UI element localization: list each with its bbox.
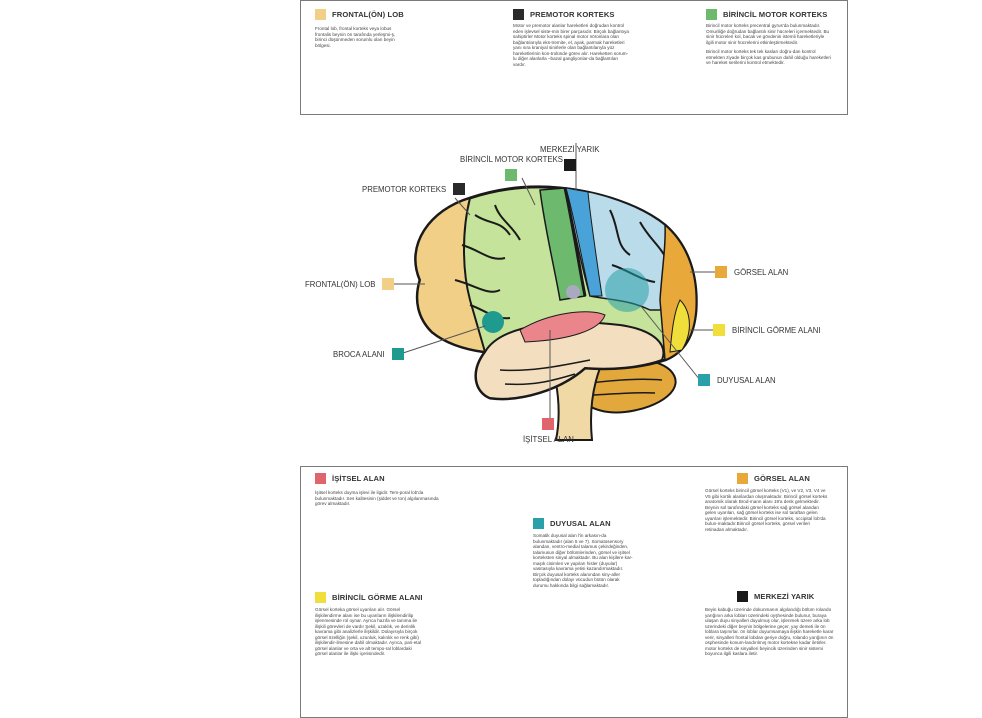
premotor-swatch-icon <box>513 9 524 20</box>
somatosensory-swatch-icon <box>698 374 710 386</box>
label-visual: GÖRSEL ALAN <box>715 266 788 278</box>
label-premotor: PREMOTOR KORTEKS <box>362 183 466 195</box>
motor-swatch-icon <box>706 9 717 20</box>
bottom-visual-swatch-icon <box>737 473 748 484</box>
top-motor-body-p2: Birincil motor korteks tek tek kasları d… <box>706 49 831 65</box>
somatosensory-circle <box>605 268 649 312</box>
auditory-region <box>519 311 606 343</box>
bottom-visual-title: GÖRSEL ALAN <box>754 474 810 483</box>
broca-swatch-icon <box>391 348 404 360</box>
bottom-auditory-section: İŞİTSEL ALAN İşitsel korteks duyma işlev… <box>315 473 445 507</box>
frontal-swatch-icon <box>315 9 326 20</box>
bottom-visual-body: Görsel korteks birincil görsel korteks (… <box>705 488 828 532</box>
bottom-central-title: MERKEZİ YARIK <box>754 592 815 601</box>
top-motor-title: BİRİNCİL MOTOR KORTEKS <box>723 10 828 19</box>
top-motor-section: BİRİNCİL MOTOR KORTEKS Birincil motor ko… <box>706 9 841 70</box>
frontal-region <box>414 196 487 354</box>
label-primary-visual: BİRİNCİL GÖRME ALANI <box>713 324 821 336</box>
label-premotor-text: PREMOTOR KORTEKS <box>362 184 447 194</box>
label-auditory-text: İŞİTSEL ALAN <box>523 435 574 444</box>
premotor-label-swatch-icon <box>453 183 466 195</box>
top-motor-body-p1: Birincil motor korteks precentral gyrus'… <box>706 23 830 45</box>
somatosensory-strip <box>565 187 603 297</box>
insula-circle <box>566 285 580 299</box>
label-frontal: FRONTAL(ÖN) LOB <box>305 278 395 290</box>
bottom-central-swatch-icon <box>737 591 748 602</box>
label-central-sulcus-text: MERKEZİ YARIK <box>540 145 600 154</box>
top-premotor-body: Motor ve premotor alanlar hareketleri do… <box>513 23 629 67</box>
bottom-central-body: Beyin kabuğu üzerinde dokunmanın algılan… <box>705 607 834 656</box>
label-somatosensory: DUYUSAL ALAN <box>698 374 776 386</box>
bottom-primary-visual-swatch-icon <box>315 592 326 603</box>
label-central-sulcus: MERKEZİ YARIK <box>540 145 600 171</box>
bottom-visual-section: GÖRSEL ALAN Görsel korteks birincil görs… <box>705 473 835 532</box>
primary-visual-region <box>669 299 690 353</box>
top-motor-body: Birincil motor korteks precentral gyrus'… <box>706 23 831 66</box>
central-sulcus <box>563 187 587 297</box>
bottom-auditory-title: İŞİTSEL ALAN <box>332 474 385 483</box>
label-visual-text: GÖRSEL ALAN <box>734 267 789 277</box>
label-somatosensory-text: DUYUSAL ALAN <box>717 375 776 385</box>
bottom-somatosensory-swatch-icon <box>533 518 544 529</box>
auditory-swatch-icon <box>542 418 555 430</box>
label-broca: BROCA ALANI <box>333 348 404 360</box>
bottom-central-section: MERKEZİ YARIK Beyin kabuğu üzerinde doku… <box>705 591 840 657</box>
top-premotor-title: PREMOTOR KORTEKS <box>530 10 615 19</box>
bottom-primary-visual-body: Görsel korteka görsel uyarıları alır. Gö… <box>315 607 422 656</box>
top-info-panel <box>300 0 848 115</box>
frontal-label-swatch-icon <box>382 278 395 290</box>
bottom-somatosensory-body: Somatik duyusal alan l'in arkasın-da bul… <box>533 533 633 588</box>
bottom-primary-visual-section: BİRİNCİL GÖRME ALANI Görsel korteka görs… <box>315 592 425 657</box>
bottom-auditory-body: İşitsel korteks duyma işlevi ile ilgidir… <box>315 490 439 506</box>
bottom-info-panel <box>300 466 848 718</box>
label-motor-cortex: BİRİNCİL MOTOR KORTEKS <box>460 155 563 181</box>
bottom-primary-visual-title: BİRİNCİL GÖRME ALANI <box>332 593 423 602</box>
motor-cortex-swatch-icon <box>505 169 518 181</box>
broca-circle <box>482 311 504 333</box>
primary-visual-swatch-icon <box>713 324 725 336</box>
label-primary-visual-text: BİRİNCİL GÖRME ALANI <box>732 325 821 335</box>
bottom-somatosensory-title: DUYUSAL ALAN <box>550 519 611 528</box>
label-frontal-text: FRONTAL(ÖN) LOB <box>305 279 376 289</box>
label-broca-text: BROCA ALANI <box>333 349 385 359</box>
bottom-somatosensory-section: DUYUSAL ALAN Somatik duyusal alan l'in a… <box>533 518 643 588</box>
top-frontal-body: Frontal lob, frontal korteks veya lobus … <box>315 26 396 48</box>
label-auditory: İŞİTSEL ALAN <box>523 418 574 444</box>
top-frontal-section: FRONTAL(ÖN) LOB Frontal lob, frontal kor… <box>315 9 465 48</box>
visual-swatch-icon <box>715 266 727 278</box>
top-frontal-title: FRONTAL(ÖN) LOB <box>332 10 404 19</box>
label-motor-cortex-text: BİRİNCİL MOTOR KORTEKS <box>460 155 563 164</box>
bottom-auditory-swatch-icon <box>315 473 326 484</box>
top-premotor-section: PREMOTOR KORTEKS Motor ve premotor alanl… <box>513 9 648 67</box>
central-sulcus-swatch-icon <box>563 159 576 171</box>
